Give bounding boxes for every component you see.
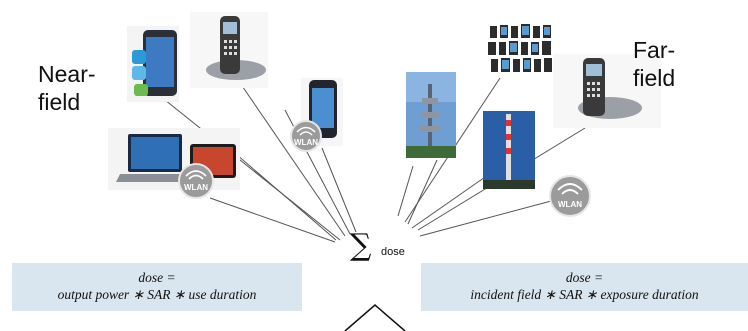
far-field-line1: Far- — [633, 37, 676, 63]
wlan-label: WLAN — [184, 183, 208, 192]
triangle-shape — [344, 304, 406, 331]
sum-dose-label: dose — [381, 246, 405, 258]
wlan-label: WLAN — [558, 200, 582, 209]
formula-right-line1: dose = — [565, 270, 604, 285]
dect-phone-image — [190, 12, 268, 88]
formula-left-line2: output power ∗ SAR ∗ use duration — [57, 287, 257, 302]
formula-right-line2: incident field ∗ SAR ∗ exposure duration — [470, 287, 699, 302]
far-field-line2: field — [633, 65, 676, 91]
phones-collage-image — [486, 24, 560, 76]
near-field-line2: field — [38, 89, 81, 115]
near-field-line1: Near- — [38, 61, 96, 87]
cell-tower-image — [406, 72, 456, 158]
near-field-formula: dose = output power ∗ SAR ∗ use duration — [12, 263, 302, 311]
sum-symbol: ∑ — [350, 228, 372, 263]
formula-left-line1: dose = — [138, 270, 176, 285]
wlan-label: WLAN — [294, 138, 318, 147]
near-field-label: Near- field — [38, 60, 96, 116]
smartphone-apps-image — [127, 26, 179, 102]
wlan-icon: WLAN — [549, 175, 591, 217]
laptop-tablet-image — [108, 128, 240, 190]
far-field-formula: dose = incident field ∗ SAR ∗ exposure d… — [421, 263, 748, 311]
far-field-label: Far- field — [633, 36, 675, 92]
dect-phone-image-right — [553, 54, 661, 128]
broadcast-tower-image — [483, 111, 535, 189]
wlan-icon: WLAN — [290, 120, 322, 152]
wlan-icon: WLAN — [178, 163, 214, 199]
